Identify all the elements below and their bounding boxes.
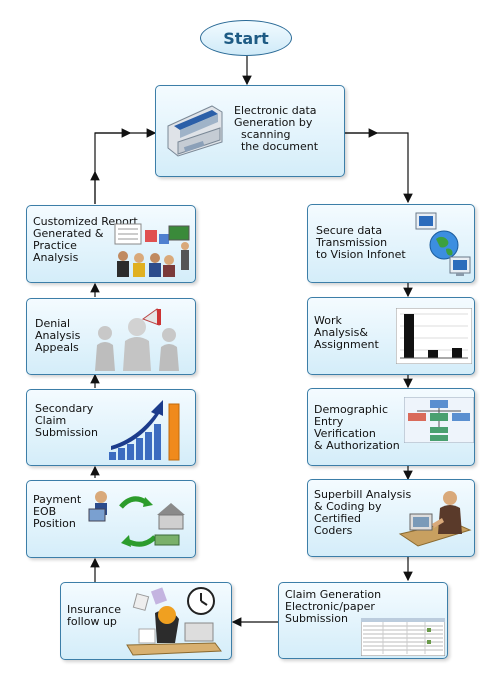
step-label-transmit: Secure data Transmission to Vision Infon… [316,224,406,261]
step-secondary-claim: Secondary Claim Submission [26,389,196,466]
step-insurance-follow-up: Insurance follow up [60,582,232,660]
step-label-scan: Electronic data Generation by scanning t… [234,104,319,153]
presentation-icon [114,223,190,277]
step-secure-transmission: Secure data Transmission to Vision Infon… [307,204,475,283]
arrow-scan-to-transmit [345,132,413,204]
step-demographic-entry: Demographic Entry Verification & Authori… [307,388,475,466]
bar-chart-icon [396,308,472,364]
step-label-claim: Claim Generation Electronic/paper Submis… [285,588,382,625]
step-label-payment: Payment EOB Position [33,493,82,530]
step-label-superbill: Superbill Analysis & Coding by Certified… [314,488,412,537]
step-label-denial: Denial Analysis Appeals [35,317,81,354]
step-customized-report: Customized Report Generated & Practice A… [26,205,196,283]
start-node: Start [200,20,292,56]
step-claim-generation: Claim Generation Electronic/paper Submis… [278,582,448,659]
step-work-analysis: Work Analysis& Assignment [307,297,475,375]
megaphone-group-icon [95,308,179,371]
clock-paperwork-icon [126,587,222,656]
step-payment-eob: Payment EOB Position [26,480,196,558]
step-denial-analysis: Denial Analysis Appeals [26,298,196,375]
org-chart-icon [404,397,474,443]
step-label-secondary: Secondary Claim Submission [35,402,98,439]
coder-at-desk-icon [398,491,472,547]
growth-chart-icon [109,400,180,461]
arrow-report-to-scan [94,128,157,204]
network-computers-icon [415,212,471,276]
step-label-demographic: Demographic Entry Verification & Authori… [314,403,400,452]
step-label-insurance: Insurance follow up [67,603,121,628]
step-label-work: Work Analysis& Assignment [314,314,379,351]
start-label: Start [223,28,269,48]
scanner-icon [167,105,223,157]
spreadsheet-icon [361,618,445,656]
step-superbill-analysis: Superbill Analysis & Coding by Certified… [307,479,475,557]
payment-house-icon [88,491,185,547]
step-label-report: Customized Report Generated & Practice A… [33,215,138,264]
step-electronic-data-generation: Electronic data Generation by scanning t… [155,85,345,177]
